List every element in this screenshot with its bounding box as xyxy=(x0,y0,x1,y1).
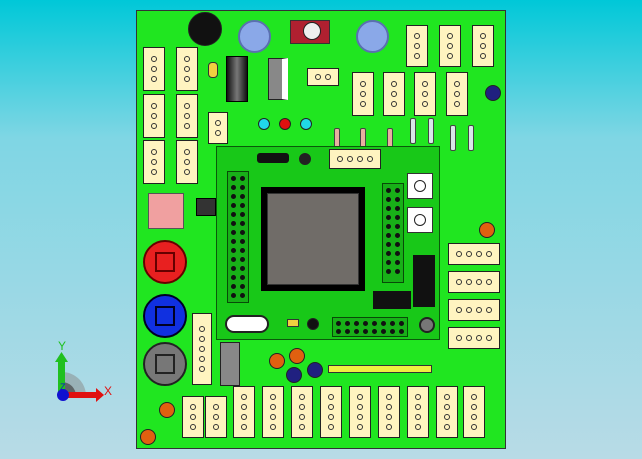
connector[interactable] xyxy=(439,25,461,67)
mcu-chip[interactable] xyxy=(261,187,365,291)
connector[interactable] xyxy=(472,25,494,67)
navy-led[interactable] xyxy=(286,367,302,383)
connector[interactable] xyxy=(448,299,500,321)
connector[interactable] xyxy=(446,72,468,116)
jtag-header[interactable] xyxy=(413,255,435,307)
connector[interactable] xyxy=(448,327,500,349)
orange-led[interactable] xyxy=(479,222,495,238)
pin-header-bottom[interactable] xyxy=(332,317,408,337)
connector[interactable] xyxy=(448,271,500,293)
resistor[interactable] xyxy=(468,125,474,151)
connector[interactable] xyxy=(205,396,227,438)
connector[interactable] xyxy=(143,47,165,91)
blue-capacitor[interactable] xyxy=(238,20,271,53)
connector[interactable] xyxy=(233,386,255,438)
connector[interactable] xyxy=(329,149,381,169)
orange-led[interactable] xyxy=(140,429,156,445)
pin-header-right[interactable] xyxy=(382,183,404,283)
orange-led[interactable] xyxy=(269,353,285,369)
blue-capacitor[interactable] xyxy=(356,20,389,53)
connector[interactable] xyxy=(307,68,339,86)
connector[interactable] xyxy=(383,72,405,116)
voltage-regulator[interactable] xyxy=(268,58,288,100)
blue-push-button[interactable] xyxy=(143,294,187,338)
tactile-button[interactable] xyxy=(407,207,433,233)
ic-chip[interactable] xyxy=(373,291,411,309)
electrolytic-capacitor[interactable] xyxy=(226,56,248,102)
yellow-bar-component[interactable] xyxy=(328,365,432,373)
connector[interactable] xyxy=(182,396,204,438)
navy-led[interactable] xyxy=(485,85,501,101)
connector[interactable] xyxy=(448,243,500,265)
connector[interactable] xyxy=(176,94,198,138)
pin-header-left[interactable] xyxy=(227,171,249,303)
jumper-header[interactable] xyxy=(257,153,289,163)
connector[interactable] xyxy=(349,386,371,438)
led-red[interactable] xyxy=(279,118,291,130)
resistor[interactable] xyxy=(428,118,434,144)
gray-push-button[interactable] xyxy=(143,342,187,386)
connector[interactable] xyxy=(291,386,313,438)
connector[interactable] xyxy=(320,386,342,438)
connector[interactable] xyxy=(436,386,458,438)
connector[interactable] xyxy=(378,386,400,438)
connector[interactable] xyxy=(176,47,198,91)
resistor[interactable] xyxy=(450,125,456,151)
orange-led[interactable] xyxy=(159,402,175,418)
gray-component[interactable] xyxy=(220,342,240,386)
tactile-button[interactable] xyxy=(407,173,433,199)
connector[interactable] xyxy=(414,72,436,116)
connector[interactable] xyxy=(262,386,284,438)
axis-label-z: Z xyxy=(60,382,66,392)
crystal-oscillator[interactable] xyxy=(225,315,269,333)
small-ic[interactable] xyxy=(196,198,216,216)
mcu-module-board[interactable] xyxy=(216,146,440,340)
led-cyan[interactable] xyxy=(258,118,270,130)
led-cyan[interactable] xyxy=(300,118,312,130)
connector[interactable] xyxy=(176,140,198,184)
axis-label-y: Y xyxy=(58,339,66,353)
black-buzzer[interactable] xyxy=(188,12,222,46)
connector[interactable] xyxy=(143,140,165,184)
axis-label-x: X xyxy=(104,384,112,398)
navy-led[interactable] xyxy=(307,362,323,378)
connector[interactable] xyxy=(208,112,228,144)
axis-triad: Y X Z xyxy=(55,339,112,402)
dip-switch[interactable] xyxy=(148,193,184,229)
toggle-switch[interactable] xyxy=(290,20,330,44)
smd-crystal[interactable] xyxy=(287,319,299,327)
crystal[interactable] xyxy=(208,62,218,78)
connector[interactable] xyxy=(143,94,165,138)
resistor[interactable] xyxy=(410,118,416,144)
connector[interactable] xyxy=(352,72,374,116)
orange-led[interactable] xyxy=(289,348,305,364)
buzzer-small[interactable] xyxy=(419,317,435,333)
connector[interactable] xyxy=(407,386,429,438)
mounting-hole xyxy=(299,153,311,165)
mounting-hole xyxy=(307,318,319,330)
connector[interactable] xyxy=(406,25,428,67)
red-push-button[interactable] xyxy=(143,240,187,284)
connector[interactable] xyxy=(192,313,212,385)
connector[interactable] xyxy=(463,386,485,438)
